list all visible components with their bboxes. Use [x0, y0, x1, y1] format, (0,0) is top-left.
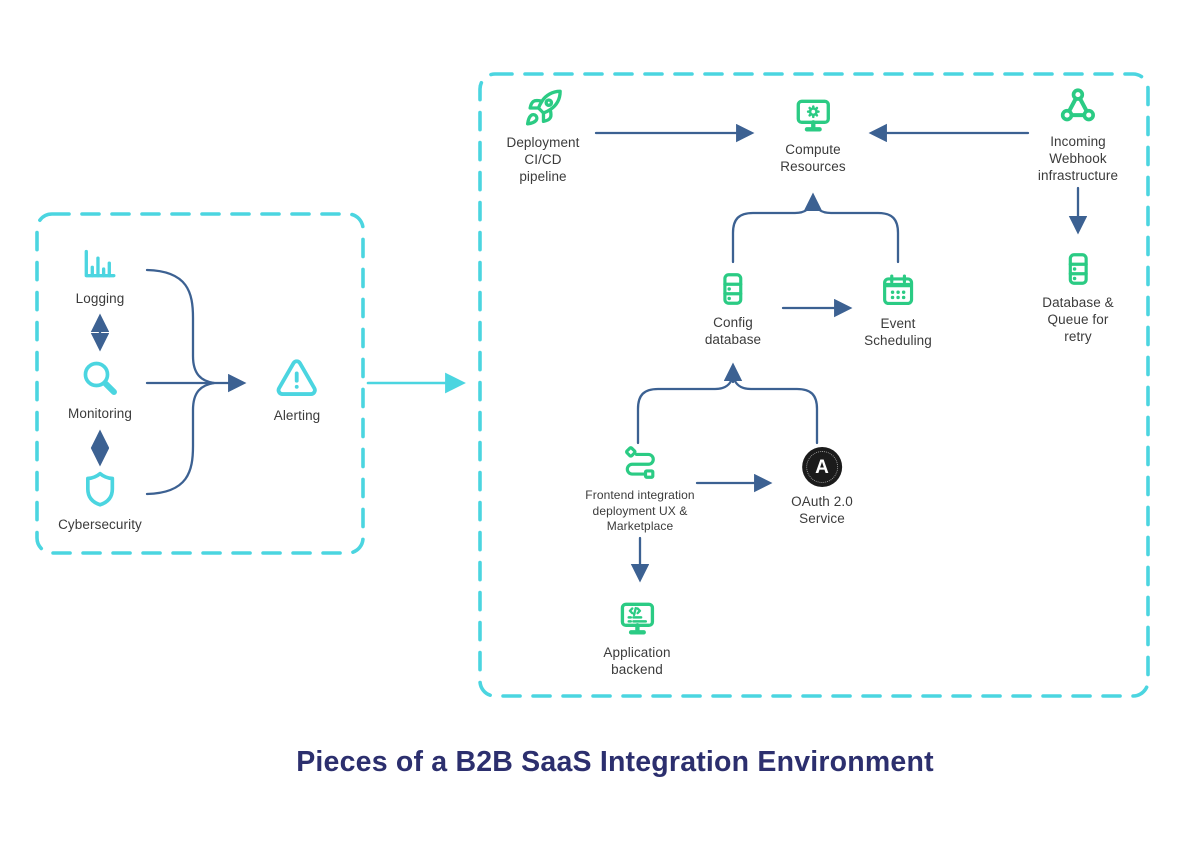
node-backend: Application backend	[603, 598, 670, 678]
bar-chart-icon	[80, 244, 120, 284]
node-label: Deployment CI/CD pipeline	[506, 135, 580, 184]
node-monitoring: Monitoring	[68, 357, 132, 422]
node-config-db: Config database	[705, 270, 761, 348]
brace-config-left	[636, 374, 735, 445]
node-label: Event Scheduling	[864, 316, 932, 348]
shield-icon	[79, 468, 121, 510]
brace-config-right	[731, 374, 819, 445]
node-event-scheduling: Event Scheduling	[864, 271, 932, 349]
brace-compute-right	[811, 198, 900, 264]
warning-triangle-icon	[274, 355, 320, 401]
node-alerting: Alerting	[274, 355, 321, 424]
node-deployment: Deployment CI/CD pipeline	[506, 88, 579, 185]
brace-compute-left	[731, 198, 815, 264]
node-frontend: Frontend integration deployment UX & Mar…	[585, 444, 695, 535]
brace-left-top	[145, 268, 216, 385]
node-label: Frontend integration deployment UX & Mar…	[585, 488, 695, 533]
node-label: Cybersecurity	[58, 517, 142, 532]
node-cybersecurity: Cybersecurity	[58, 468, 142, 533]
brace-left-bottom	[145, 381, 216, 496]
oauth-logo-icon: A	[801, 447, 842, 487]
node-label: Logging	[75, 291, 125, 306]
node-label: Monitoring	[67, 406, 133, 421]
node-label: Database & Queue for retry	[1042, 295, 1114, 344]
node-retry-db: Database & Queue for retry	[1042, 250, 1114, 345]
monitor-code-icon	[617, 598, 657, 638]
webhook-icon	[1057, 85, 1099, 127]
rocket-icon	[523, 88, 563, 128]
database-icon	[714, 270, 752, 308]
node-label: Config database	[704, 315, 762, 347]
right-group-box	[478, 72, 1150, 698]
node-label: OAuth 2.0 Service	[791, 494, 853, 526]
node-label: Incoming Webhook infrastructure	[1037, 134, 1119, 183]
node-compute: Compute Resources	[780, 95, 846, 175]
node-webhook: Incoming Webhook infrastructure	[1038, 85, 1118, 184]
diagram-title: Pieces of a B2B SaaS Integration Environ…	[296, 746, 934, 778]
oauth-letter: A	[815, 456, 829, 478]
left-group-box	[35, 212, 365, 555]
node-label: Application backend	[603, 645, 671, 677]
route-icon	[621, 444, 659, 482]
node-oauth: A OAuth 2.0 Service	[791, 447, 853, 527]
node-label: Compute Resources	[780, 142, 846, 174]
calendar-icon	[879, 271, 917, 309]
node-label: Alerting	[273, 408, 321, 423]
monitor-gear-icon	[793, 95, 833, 135]
magnifier-icon	[79, 357, 121, 399]
database-icon	[1059, 250, 1097, 288]
node-logging: Logging	[76, 244, 125, 307]
